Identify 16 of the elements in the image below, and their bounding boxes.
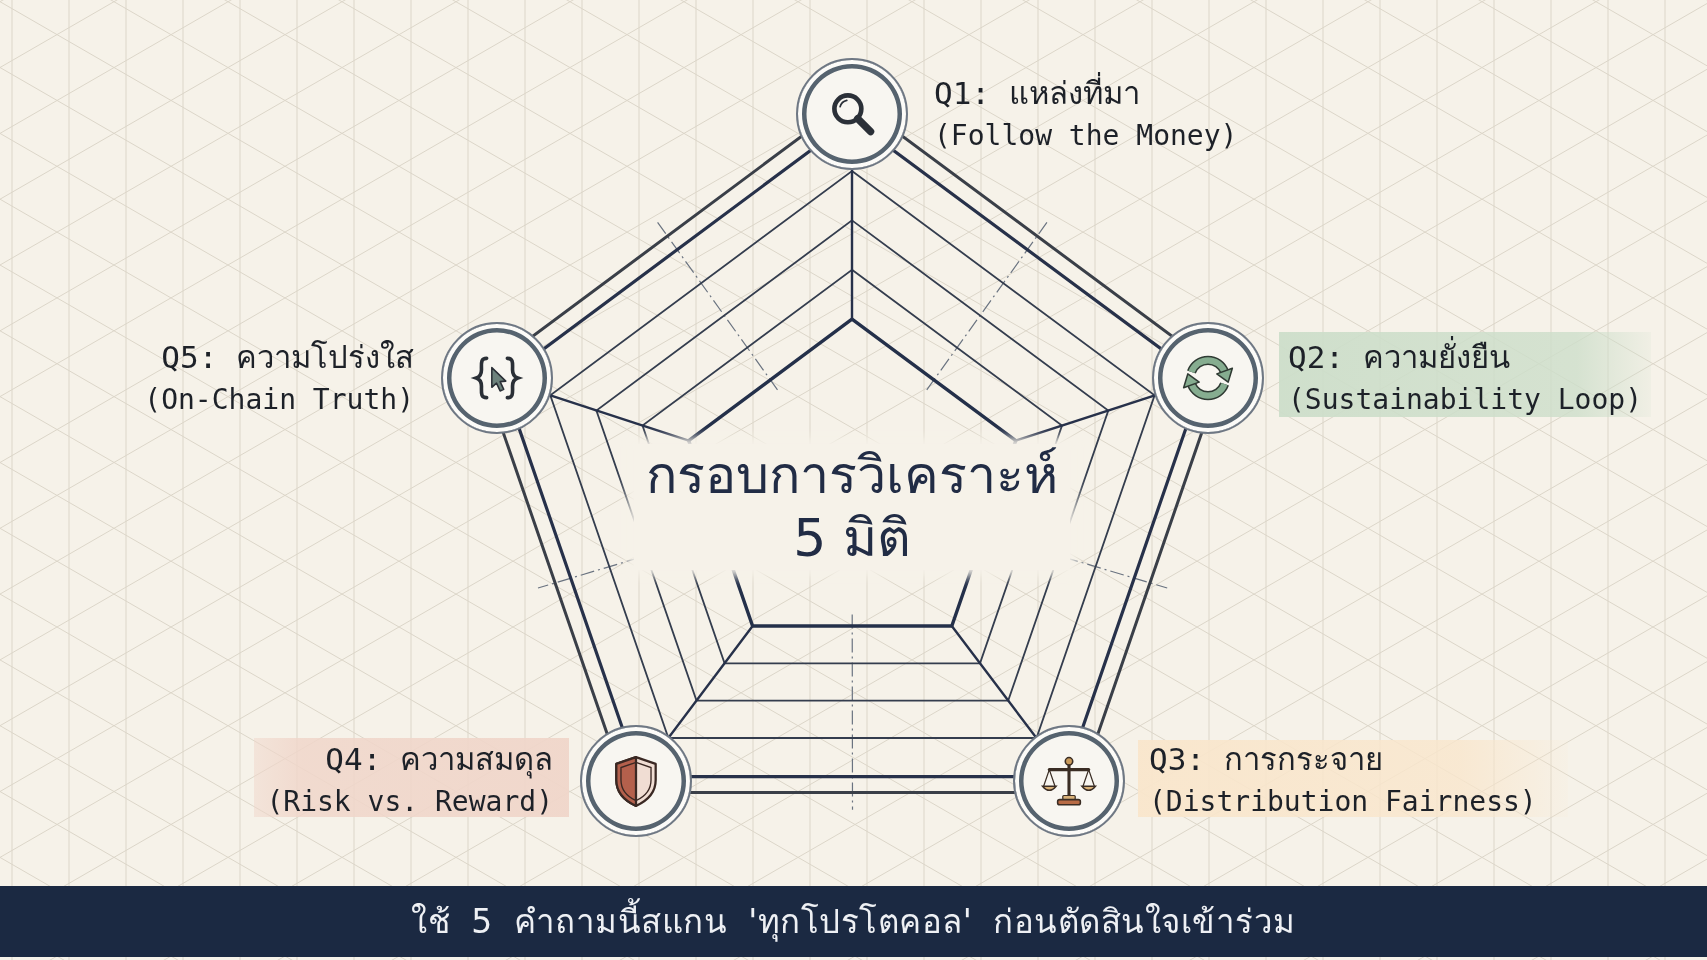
icon-circle xyxy=(441,322,553,434)
title-text: กรอบการวิเคราะห์ 5 มิติ xyxy=(634,444,1070,570)
icon-circle xyxy=(796,58,908,170)
question-heading: Q1: แหล่งที่มา xyxy=(934,74,1140,112)
question-heading: Q2: ความยั่งยืน xyxy=(1288,338,1510,376)
question-heading: Q4: ความสมดุล xyxy=(325,740,553,778)
question-heading: Q3: การกระจาย xyxy=(1149,740,1383,778)
icon-circle xyxy=(1152,322,1264,434)
question-subtitle: (On-Chain Truth) xyxy=(144,382,414,418)
question-subtitle: (Follow the Money) xyxy=(934,118,1238,154)
question-subtitle: (Sustainability Loop) xyxy=(1288,382,1642,418)
caption-band: ใช้ 5 คำถามนี้สแกน 'ทุกโปรโตคอล' ก่อนตัดสินใจเข้าร่วม xyxy=(0,886,1707,957)
question-heading: Q5: ความโปร่งใส xyxy=(161,338,414,376)
question-subtitle: (Risk vs. Reward) xyxy=(266,784,553,820)
icon-circle xyxy=(580,725,692,837)
question-subtitle: (Distribution Fairness) xyxy=(1149,784,1537,820)
